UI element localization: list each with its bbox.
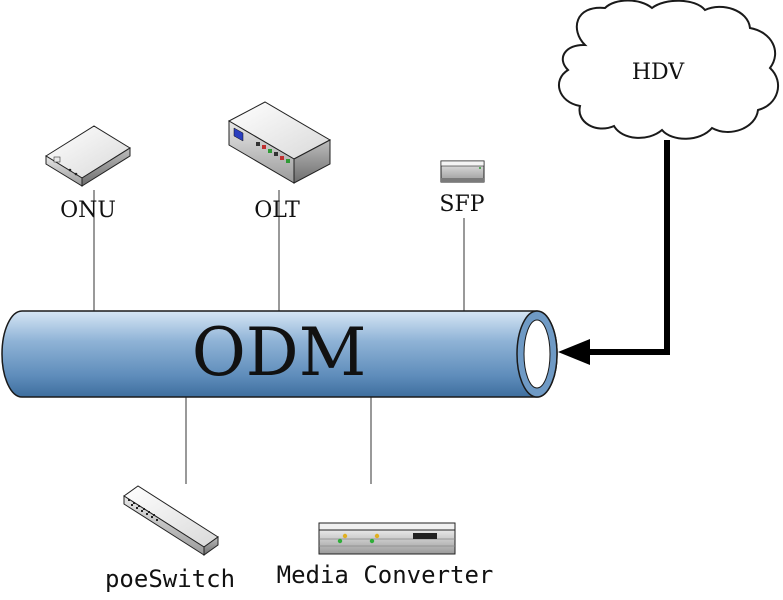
poe-switch-icon (123, 485, 219, 556)
arrow-head (558, 339, 590, 365)
olt-device: OLT (227, 101, 332, 223)
hdv-cloud: HDV (558, 0, 779, 140)
pipe-end-opening (523, 319, 551, 389)
sfp-device: SFP (439, 160, 485, 217)
media-converter-device: Media Converter (277, 522, 494, 589)
sfp-module-icon (440, 160, 485, 183)
poe-switch-device: poeSwitch (105, 485, 235, 593)
olt-ports (256, 142, 290, 163)
poe-switch-label: poeSwitch (105, 565, 235, 593)
media-converter-label: Media Converter (277, 561, 494, 589)
onu-device: ONU (45, 125, 131, 223)
sfp-label: SFP (439, 192, 484, 217)
media-converter-icon (318, 522, 456, 555)
onu-label: ONU (60, 198, 116, 223)
pipe-label: ODM (192, 314, 367, 391)
olt-device-icon (227, 101, 332, 184)
arrow-line (585, 140, 670, 355)
olt-label: OLT (254, 198, 300, 223)
onu-device-icon (45, 125, 131, 187)
odm-pipe: ODM (1, 310, 558, 398)
cloud-shape (558, 0, 779, 140)
cloud-label: HDV (632, 60, 685, 85)
hdv-arrow (558, 140, 670, 365)
connection-lines (93, 190, 465, 484)
poe-switch-ports (128, 499, 158, 521)
